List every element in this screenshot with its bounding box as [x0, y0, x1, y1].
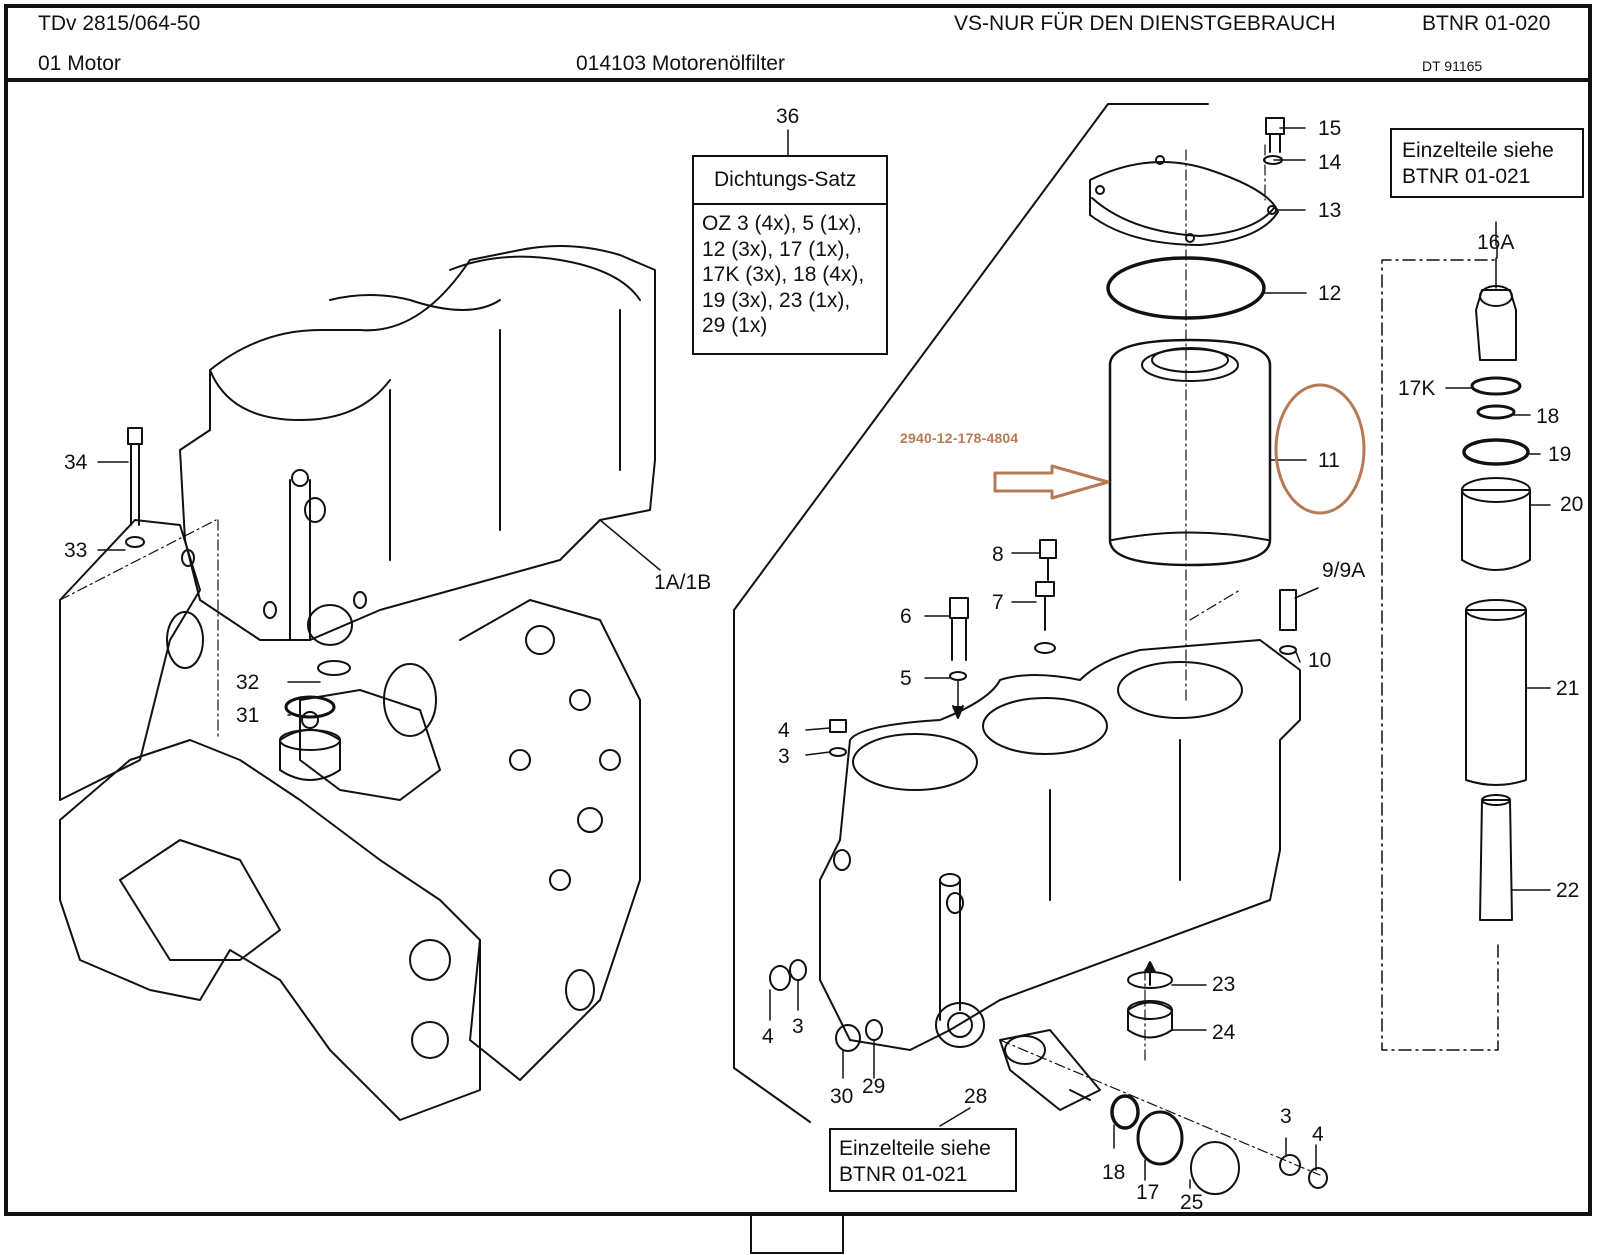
callout-18: 18 [1102, 1161, 1126, 1184]
page-tab [750, 1214, 844, 1254]
callout-3: 3 [792, 1015, 804, 1038]
callout-14: 14 [1318, 151, 1342, 174]
subgroup-title: 014103 Motorenölfilter [576, 52, 785, 75]
callout-20: 20 [1560, 493, 1584, 516]
callout-7: 7 [992, 591, 1004, 614]
annotation-overlay [993, 383, 1366, 515]
callout-30: 30 [830, 1085, 854, 1108]
callout-18: 18 [1536, 405, 1560, 428]
gasket-line: 12 (3x), 17 (1x), [702, 237, 851, 261]
callout-25: 25 [1180, 1191, 1204, 1214]
bolt-34 [125, 427, 145, 548]
filter-housing-assembled [179, 245, 656, 646]
page-ref: BTNR 01-020 [1422, 12, 1551, 35]
callout-28: 28 [964, 1085, 988, 1108]
center-dashdot-right [999, 144, 1321, 1176]
callout-3: 3 [778, 745, 790, 768]
filter-element-11 [1108, 338, 1272, 567]
callout-31: 31 [236, 704, 260, 727]
section-divider [733, 103, 1209, 1123]
reference-text: Einzelteile siehe [1402, 139, 1554, 162]
classification: VS-NUR FÜR DEN DIENSTGEBRAUCH [954, 12, 1336, 35]
o-ring-12 [1106, 256, 1266, 320]
callout-17: 17 [1136, 1181, 1160, 1204]
gasket-set-contents-box: OZ 3 (4x), 5 (1x), 12 (3x), 17 (1x), 17K… [692, 203, 888, 355]
callout-32: 32 [236, 671, 260, 694]
housing-exploded [819, 639, 1301, 1051]
gasket-line: OZ 3 (4x), 5 (1x), [702, 212, 862, 235]
center-dashdot-left [59, 519, 219, 741]
arrowhead-5 [952, 705, 964, 719]
callout-29: 29 [862, 1075, 886, 1098]
callout-21: 21 [1556, 677, 1580, 700]
reference-link[interactable]: BTNR 01-021 [1402, 164, 1531, 188]
callout-34: 34 [64, 451, 88, 474]
callout-16A: 16A [1477, 231, 1515, 254]
callout-23: 23 [1212, 973, 1236, 996]
reference-box-bottom: Einzelteile siehe BTNR 01-021 [829, 1128, 1017, 1192]
reference-text: Einzelteile siehe [839, 1137, 991, 1160]
engine-block [59, 519, 641, 1121]
callout-13: 13 [1318, 199, 1342, 222]
callout-8: 8 [992, 543, 1004, 566]
valve-stack-16A [1461, 285, 1531, 921]
callout-3: 3 [1280, 1105, 1292, 1128]
callout-22: 22 [1556, 879, 1580, 902]
group-title: 01 Motor [38, 52, 121, 75]
callout-19: 19 [1548, 443, 1572, 466]
callout-6: 6 [900, 605, 912, 628]
callout-33: 33 [64, 539, 88, 562]
callout-36: 36 [776, 105, 800, 128]
gasket-line: 19 (3x), 23 (1x), [702, 288, 851, 312]
callout-10: 10 [1308, 649, 1332, 672]
annotation-circle [1274, 383, 1366, 515]
drawing-frame [4, 4, 1592, 1216]
gasket-line: 17K (3x), 18 (4x), [702, 263, 865, 287]
doc-id: TDv 2815/064-50 [38, 12, 201, 35]
gasket-line: 29 (1x) [702, 314, 768, 338]
callout-24: 24 [1212, 1021, 1236, 1044]
reference-box-right: Einzelteile siehe BTNR 01-021 [1390, 128, 1584, 198]
gasket-set-title: Dichtungs-Satz [714, 168, 857, 191]
bolt-15 [1263, 117, 1285, 165]
callout-1A-1B: 1A/1B [654, 571, 712, 594]
callout-15: 15 [1318, 117, 1342, 140]
arrowhead-23 [1144, 961, 1156, 986]
callout-9-9A: 9/9A [1322, 559, 1366, 582]
callout-17K: 17K [1398, 377, 1436, 400]
drawing-number: DT 91165 [1422, 58, 1483, 74]
leader-lines [97, 127, 1551, 1189]
callout-11: 11 [1318, 449, 1340, 472]
callout-12: 12 [1318, 282, 1342, 305]
gasket-set-title-box: Dichtungs-Satz [692, 155, 888, 205]
detail-frame-right [1381, 245, 1499, 1051]
callout-4: 4 [778, 719, 790, 742]
callout-4: 4 [762, 1025, 774, 1048]
o-rings-31-32 [284, 660, 351, 719]
callout-5: 5 [900, 667, 912, 690]
annotation-part-number: 2940-12-178-4804 [900, 430, 1019, 446]
annotation-arrow [993, 464, 1110, 500]
reference-link[interactable]: BTNR 01-021 [839, 1162, 968, 1186]
callout-4: 4 [1312, 1123, 1324, 1146]
valve-28 [999, 1029, 1328, 1195]
filter-cover-13 [1089, 155, 1279, 246]
header-separator [4, 78, 1592, 82]
